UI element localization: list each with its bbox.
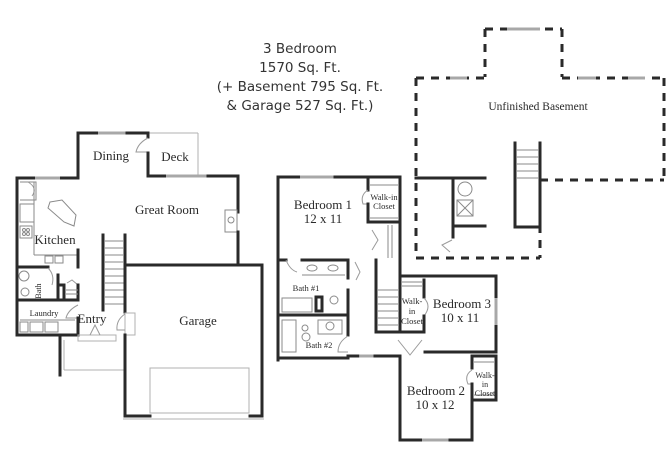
staircase-basement — [516, 149, 539, 179]
room-kitchen: Kitchen — [34, 232, 76, 247]
room-bath-1: Bath #1 — [293, 283, 320, 293]
room-walkin-closet-3: Walk- — [402, 296, 423, 306]
room-great-room: Great Room — [135, 202, 199, 217]
garage-door — [149, 367, 250, 414]
room-garage: Garage — [179, 313, 217, 328]
room-bedroom-1-size: 12 x 11 — [304, 211, 343, 226]
square-footage: 1570 Sq. Ft. — [259, 60, 341, 76]
basement — [414, 27, 666, 260]
room-dining: Dining — [93, 148, 130, 163]
room-walkin-closet-2: Walk- — [475, 371, 495, 380]
room-bedroom-2: Bedroom 2 — [407, 383, 465, 398]
room-bedroom-3-size: 10 x 11 — [441, 310, 480, 325]
room-walkin-closet-3-line2: in — [409, 306, 416, 316]
basement-footage: (+ Basement 795 Sq. Ft. — [216, 79, 384, 95]
room-bedroom-3: Bedroom 3 — [433, 296, 491, 311]
fireplace-icon — [224, 209, 238, 233]
room-bedroom-1: Bedroom 1 — [294, 197, 352, 212]
room-bedroom-2-size: 10 x 12 — [416, 397, 455, 412]
garage-footage: & Garage 527 Sq. Ft.) — [226, 98, 374, 114]
room-bath-2: Bath #2 — [306, 340, 333, 350]
bedroom-count: 3 Bedroom — [263, 41, 337, 57]
room-unfinished-basement: Unfinished Basement — [488, 101, 588, 113]
room-laundry: Laundry — [30, 308, 60, 318]
kitchen-island — [47, 199, 77, 227]
staircase — [104, 240, 124, 305]
room-bath: Bath — [34, 283, 43, 298]
room-walkin-closet-1: Walk-in — [370, 192, 398, 202]
room-walkin-closet-2-line3: Closet — [475, 389, 496, 398]
staircase-upper — [377, 289, 398, 326]
room-entry: Entry — [78, 311, 107, 326]
room-deck: Deck — [161, 149, 189, 164]
main-floor — [15, 131, 264, 420]
room-walkin-closet-1-line2: Closet — [373, 201, 395, 211]
upper-floor — [276, 175, 498, 442]
room-walkin-closet-3-line3: Closet — [401, 316, 423, 326]
room-walkin-closet-2-line2: in — [482, 380, 488, 389]
plan-summary: 3 Bedroom 1570 Sq. Ft. (+ Basement 795 S… — [200, 40, 400, 116]
